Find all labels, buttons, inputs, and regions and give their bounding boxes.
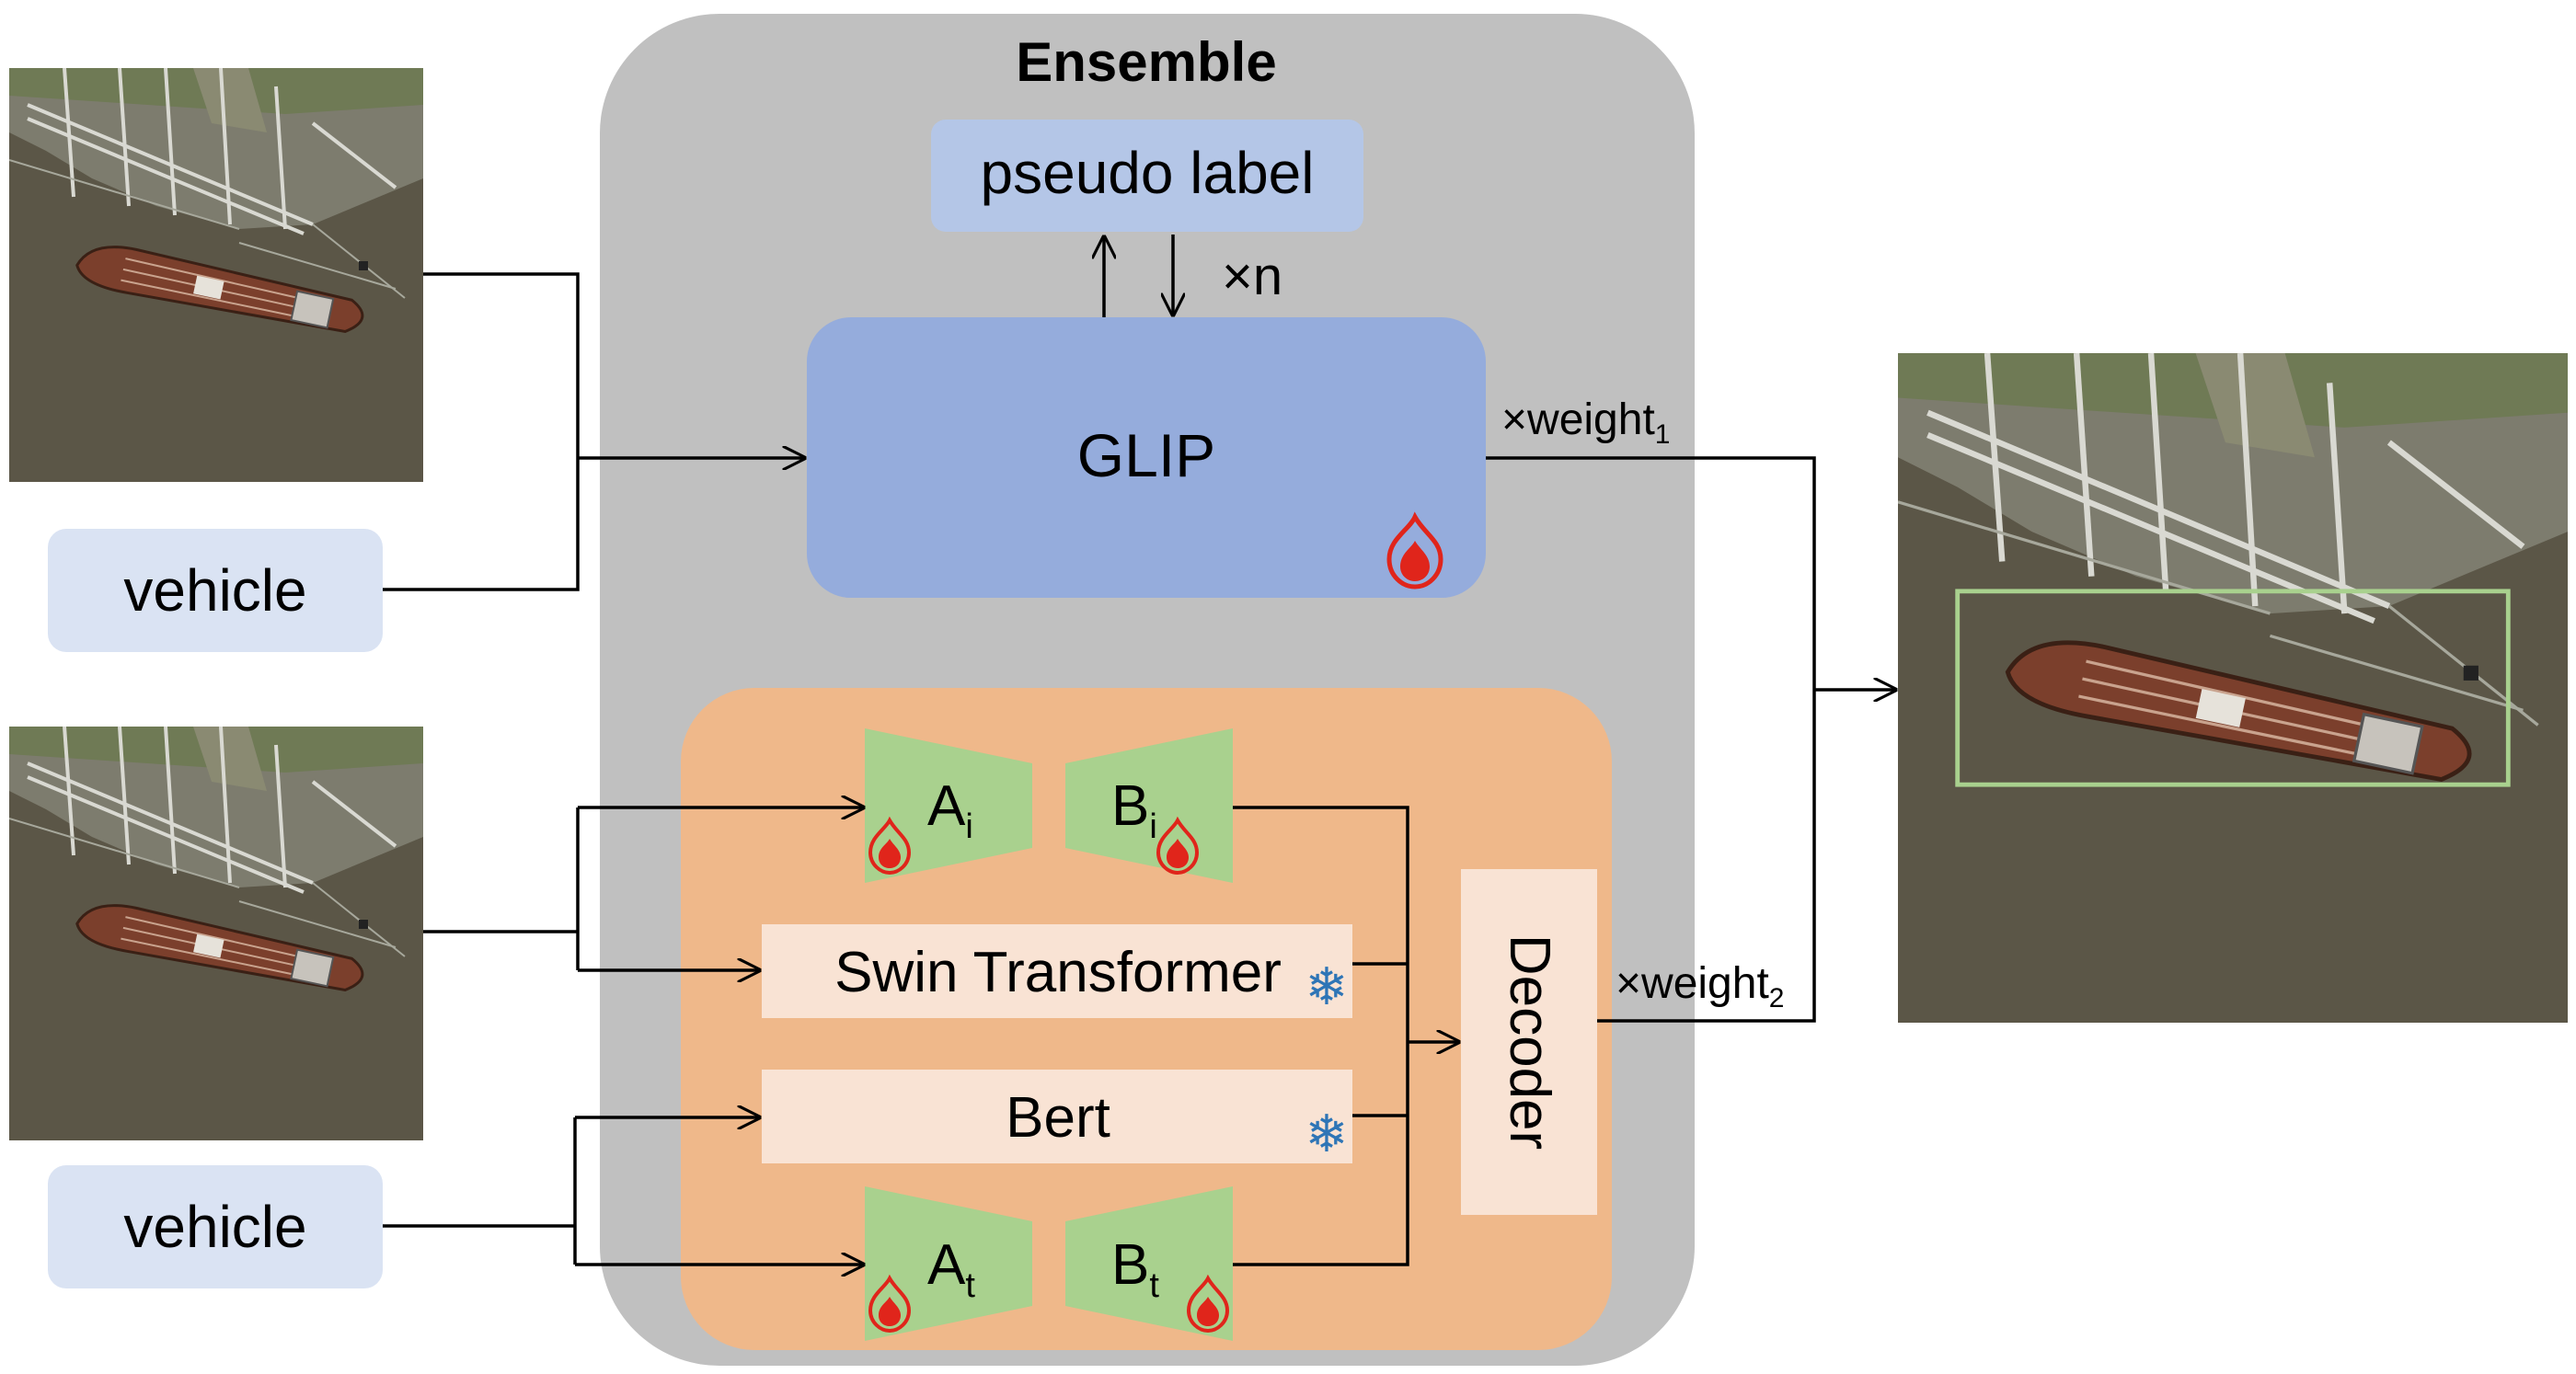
flame-icon (868, 1274, 912, 1334)
snowflake-icon: ❄ (1305, 1105, 1349, 1162)
input-image-bottom (9, 727, 423, 1140)
ensemble-title: Ensemble (1016, 31, 1276, 93)
text-prompt-top: vehicle (123, 557, 306, 624)
connector (1233, 806, 1409, 1266)
adapter-b-image-label: Bi (1111, 774, 1157, 846)
bert-label: Bert (1006, 1086, 1110, 1150)
swin-transformer-label: Swin Transformer (834, 941, 1282, 1004)
swin-transformer-box (762, 924, 1352, 1018)
flame-icon (1156, 816, 1200, 876)
lora-weight-label: ×weight2 (1616, 959, 1784, 1013)
text-prompt-bottom: vehicle (123, 1194, 306, 1260)
decoder-label: Decoder (1498, 934, 1561, 1150)
decoder-box (1461, 869, 1597, 1215)
bbox-annotation (1955, 589, 2511, 787)
adapter-a-text-label: At (927, 1233, 975, 1305)
text-prompt-top-box (48, 529, 383, 652)
adapter-b-image (1065, 728, 1233, 883)
bert-box (762, 1070, 1352, 1163)
repeat-label: ×n (1222, 246, 1282, 306)
glip-box (807, 317, 1486, 598)
connector (1486, 456, 1816, 1023)
pseudo-label-text: pseudo label (981, 140, 1315, 206)
text-prompt-bottom-box (48, 1165, 383, 1288)
output-image (1898, 353, 2568, 1023)
input-image-top (9, 68, 423, 482)
flame-icon (868, 816, 912, 876)
flame-icon (1186, 1274, 1230, 1334)
adapter-b-text-label: Bt (1111, 1233, 1159, 1305)
glip-weight-label: ×weight1 (1501, 395, 1670, 450)
connector (383, 272, 580, 591)
snowflake-icon: ❄ (1305, 957, 1349, 1015)
glip-label: GLIP (1077, 421, 1215, 489)
adapter-a-image-label: Ai (927, 774, 973, 846)
flame-icon (1386, 511, 1443, 590)
pseudo-label-box (931, 120, 1363, 232)
